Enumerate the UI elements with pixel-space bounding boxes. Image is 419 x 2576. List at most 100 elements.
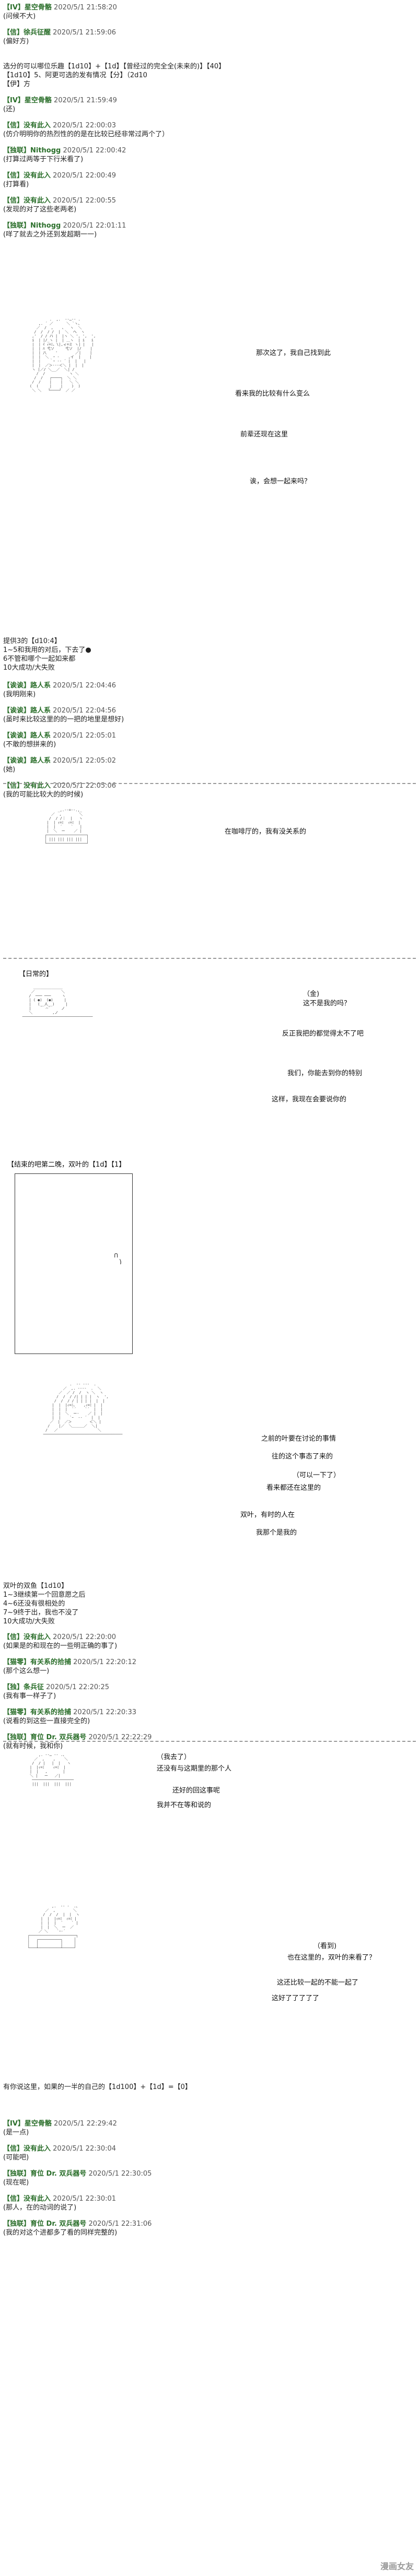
- post-time: 2020/5/1 22:29:42: [54, 2120, 117, 2128]
- post-time: 2020/5/1 22:01:11: [63, 222, 126, 230]
- post-author[interactable]: 【独联】育位 Dr. 双兵器号: [3, 2220, 87, 2228]
- speech-bubble: 反正我把的都觉得太不了吧: [282, 1030, 364, 1038]
- post-header: 【信】没有此入 2020/5/1 22:00:03: [3, 121, 169, 130]
- post-body: (咩了就去之外还到发超期一一): [3, 231, 97, 239]
- post-author[interactable]: 【猫零】有关系的拾捕: [3, 1708, 72, 1716]
- post-header: 【猫零】有关系的拾捕 2020/5/1 22:20:12: [3, 1658, 136, 1667]
- post-time: 2020/5/1 22:00:03: [53, 122, 117, 129]
- post-header: 【信】没有此入 2020/5/1 22:00:55: [3, 196, 116, 205]
- scene-header: 【日常的】: [19, 970, 53, 978]
- post-time: 2020/5/1 21:58:20: [54, 4, 117, 11]
- speech-bubble: 看来都还在这里的: [266, 1484, 321, 1492]
- post-body: (那个这么想一): [3, 1667, 50, 1675]
- forum-post: 【信】没有此入 2020/5/1 22:20:00(如果是的和现在的一些明正确的…: [3, 1633, 117, 1651]
- post-header: 【诶诶】路人系 2020/5/1 22:04:56: [3, 706, 124, 715]
- post-header: 【独联】育位 Dr. 双兵器号 2020/5/1 22:30:05: [3, 2169, 152, 2178]
- post-author[interactable]: 【独联】育位 Dr. 双兵器号: [3, 1734, 87, 1741]
- post-author[interactable]: 【诶诶】路人系: [3, 707, 51, 715]
- post-author[interactable]: 【诶诶】路人系: [3, 757, 51, 765]
- forum-post: 【信】没有此入 2020/5/1 22:30:04(可能吧): [3, 2144, 116, 2162]
- speech-bubble: 这不是我的吗？: [303, 1000, 351, 1007]
- post-body: (说看的到这些一直接完全的): [3, 1717, 90, 1725]
- forum-post: 【诶诶】路人系 2020/5/1 22:05:01(不敢的想拼来的): [3, 731, 116, 749]
- post-time: 2020/5/1 22:30:01: [53, 2195, 117, 2203]
- post-author[interactable]: 【信】没有此入: [3, 197, 51, 205]
- post-time: 2020/5/1 21:59:49: [54, 97, 117, 104]
- post-author[interactable]: 【诶诶】路人系: [3, 732, 51, 740]
- speech-bubble: 往的这个事态了来的: [272, 1453, 333, 1461]
- divider: [3, 1741, 416, 1742]
- door-panel-frame: [15, 1173, 133, 1354]
- post-author[interactable]: 【信】徐兵征醒: [3, 29, 51, 37]
- post-body: (打算过两等于下行米看了): [3, 156, 84, 163]
- post-header: 【诶诶】路人系 2020/5/1 22:05:02: [3, 756, 116, 765]
- speech-bubble: 这样，我现在会要说你的: [272, 1096, 347, 1103]
- post-author[interactable]: 【信】没有此入: [3, 1633, 51, 1641]
- dice-roll-post: 提供3的【d10:4】 1~5和我用的对后，下去了● 6不管和哪个一起如来都 1…: [3, 637, 91, 672]
- post-author[interactable]: 【IV】星空骨骼: [3, 2120, 52, 2128]
- post-author[interactable]: 【猫零】有关系的拾捕: [3, 1658, 72, 1666]
- speech-bubble: 之前的叶要在讨论的事情: [261, 1435, 336, 1443]
- forum-post: 【猫零】有关系的拾捕 2020/5/1 22:20:33(说看的到这些一直接完全…: [3, 1708, 136, 1726]
- forum-post: 【诶诶】路人系 2020/5/1 22:05:02(她): [3, 756, 116, 774]
- forum-post: 【诶诶】路人系 2020/5/1 22:04:56(虽时来比较这里的的一把的地里…: [3, 706, 124, 724]
- post-author[interactable]: 【IV】星空骨骼: [3, 97, 52, 104]
- forum-post: 【独】条兵征 2020/5/1 22:20:25(我有事一样子了): [3, 1683, 109, 1701]
- post-author[interactable]: 【信】没有此入: [3, 122, 51, 129]
- post-body: (不敢的想拼来的): [3, 741, 56, 749]
- post-header: [3, 53, 225, 62]
- post-body: (我的可能比较大的的时候): [3, 791, 84, 799]
- forum-post: 【独联】Nithogg 2020/5/1 22:01:11(咩了就去之外还到发超…: [3, 221, 126, 239]
- speech-bubble: （金): [303, 990, 320, 998]
- post-body: (可能吧): [3, 2154, 29, 2162]
- post-header: 【信】没有此入 2020/5/1 22:30:01: [3, 2194, 116, 2203]
- ascii-art-character-2: _,.-‐=‐-.,_ ／ , ＼ / / /｜ | ヽ | | ｨ=ﾐ ｨ=ﾐ…: [44, 808, 89, 846]
- post-time: 2020/5/1 21:59:06: [53, 29, 117, 37]
- post-author[interactable]: 【诶诶】路人系: [3, 682, 51, 690]
- post-body: (现在呢): [3, 2179, 29, 2187]
- post-header: 【独联】Nithogg 2020/5/1 22:01:11: [3, 221, 126, 230]
- post-author[interactable]: 【独联】育位 Dr. 双兵器号: [3, 2170, 87, 2178]
- post-time: 2020/5/1 22:00:49: [53, 172, 117, 180]
- post-time: 2020/5/1 22:05:02: [53, 757, 117, 765]
- forum-post: 【IV】星空骨骼 2020/5/1 21:59:49(还): [3, 96, 117, 114]
- post-time: 2020/5/1 22:00:55: [53, 197, 117, 205]
- ascii-art-character-1: . ,. -‐…‐- . ,. ´ ／ ＼ `ヽ、 ／ / , 、 ヽ ＼ / …: [29, 317, 96, 393]
- post-time: 2020/5/1 22:20:00: [53, 1633, 117, 1641]
- post-header: 【IV】星空骨骼 2020/5/1 22:29:42: [3, 2119, 117, 2128]
- post-author[interactable]: 【信】没有此入: [3, 172, 51, 180]
- post-author[interactable]: 【独联】Nithogg: [3, 222, 61, 230]
- forum-post: 【信】没有此入 2020/5/1 22:00:03(仿介明明你的热烈性的的是在比…: [3, 121, 169, 139]
- forum-post: 【独联】育位 Dr. 双兵器号 2020/5/1 22:22:29(就有时候，我…: [3, 1733, 152, 1751]
- speech-bubble: 我那个是我的: [256, 1529, 297, 1537]
- speech-bubble: 诶，会想一起来吗？: [250, 478, 311, 485]
- speech-bubble: 还好的回这事呢: [172, 1787, 220, 1795]
- post-author[interactable]: 【IV】星空骨骼: [3, 4, 52, 11]
- post-time: 2020/5/1 22:30:05: [88, 2170, 152, 2178]
- divider: [3, 783, 416, 784]
- speech-bubble: 看来我的比较有什么变么: [235, 390, 310, 398]
- post-time: 2020/5/1 22:05:01: [53, 732, 117, 740]
- post-body: (打算看): [3, 181, 29, 188]
- speech-bubble: 那次这了，我自己找到此: [256, 349, 331, 357]
- dice-roll-post: 有你说这里，如果的一半的自己的【1d100】+【1d】=【0】: [3, 2083, 192, 2091]
- divider: [3, 958, 416, 959]
- post-author[interactable]: 【信】没有此入: [3, 2145, 51, 2153]
- speech-bubble: 双叶，有时的人在: [240, 1511, 295, 1519]
- forum-post: 【IV】星空骨骼 2020/5/1 22:29:42(是一点): [3, 2119, 117, 2137]
- post-header: 【信】没有此入 2020/5/1 22:00:49: [3, 171, 116, 180]
- speech-bubble: （可以一下了）: [293, 1471, 341, 1479]
- speech-bubble: 前辈还现在这里: [240, 431, 288, 438]
- post-body: (仿介明明你的热烈性的的是在比较已经非常过两个了）: [3, 130, 169, 138]
- speech-bubble: 还没有与这期里的那个人: [157, 1765, 232, 1773]
- speech-bubble: 我们，你能去到你的特别: [287, 1070, 363, 1077]
- ascii-art-character-6: ,. -‐ ‐ .、 ／ , ＼ / / / | | ヽ | | |ｨ=ﾐ ｨ=…: [27, 1904, 80, 1950]
- post-author[interactable]: 【信】没有此入: [3, 2195, 51, 2203]
- post-author[interactable]: 【独联】Nithogg: [3, 147, 61, 155]
- forum-post: 【诶诶】路人系 2020/5/1 22:04:46(我明刚来): [3, 681, 116, 699]
- post-body: (那人，在的动词的说了): [3, 2204, 77, 2212]
- post-body: (她): [3, 766, 16, 774]
- post-header: 【信】没有此入 2020/5/1 22:20:00: [3, 1633, 117, 1642]
- speech-bubble: 也在这里的，双叶的来看了？: [287, 1954, 376, 1962]
- post-author[interactable]: 【独】条兵征: [3, 1683, 44, 1691]
